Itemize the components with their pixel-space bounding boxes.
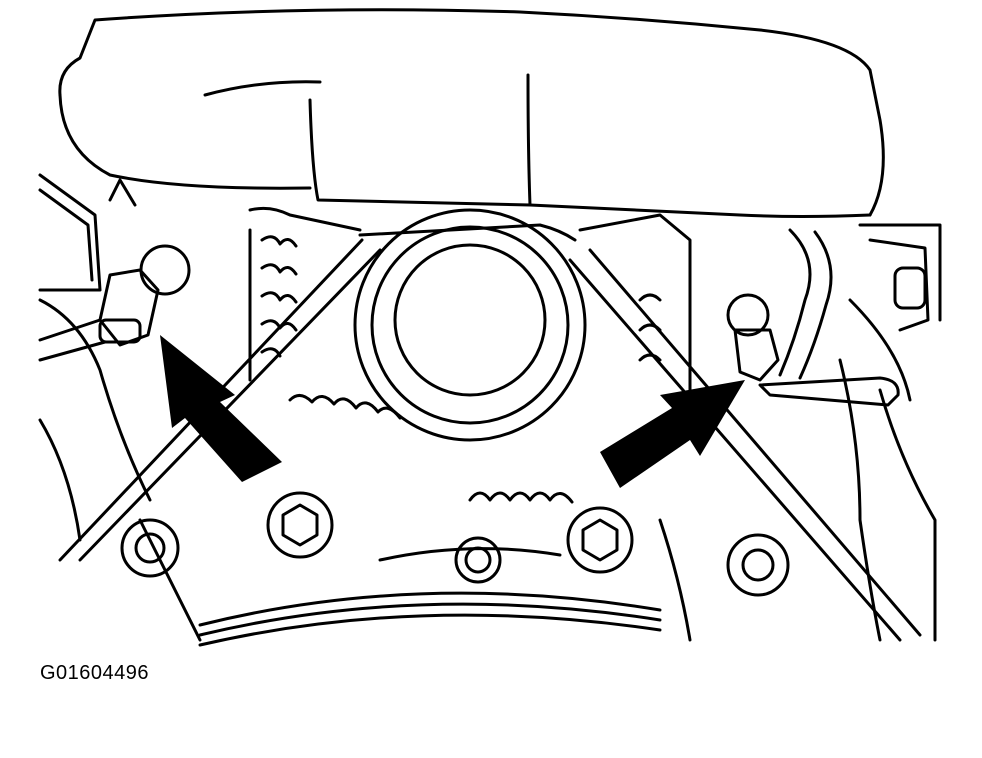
right-arrow bbox=[600, 380, 745, 488]
figure-id-label: G01604496 bbox=[40, 662, 150, 684]
bolt-right bbox=[566, 506, 634, 574]
bolt-center bbox=[454, 536, 502, 584]
mounting-bolts bbox=[120, 491, 790, 597]
alternator-fins bbox=[248, 206, 692, 504]
bolt-left bbox=[266, 491, 334, 559]
lower-pulley bbox=[138, 518, 692, 647]
alternator-pulley bbox=[353, 208, 587, 442]
left-arrow bbox=[160, 335, 282, 482]
left-bracket bbox=[38, 173, 152, 542]
upper-housing bbox=[58, 8, 885, 218]
left-connector bbox=[38, 244, 191, 362]
bolt-far-right bbox=[726, 533, 790, 597]
right-bracket bbox=[838, 223, 942, 642]
right-connector bbox=[726, 228, 900, 407]
alternator-diagram bbox=[38, 8, 942, 647]
bolt-far-left bbox=[120, 518, 180, 578]
